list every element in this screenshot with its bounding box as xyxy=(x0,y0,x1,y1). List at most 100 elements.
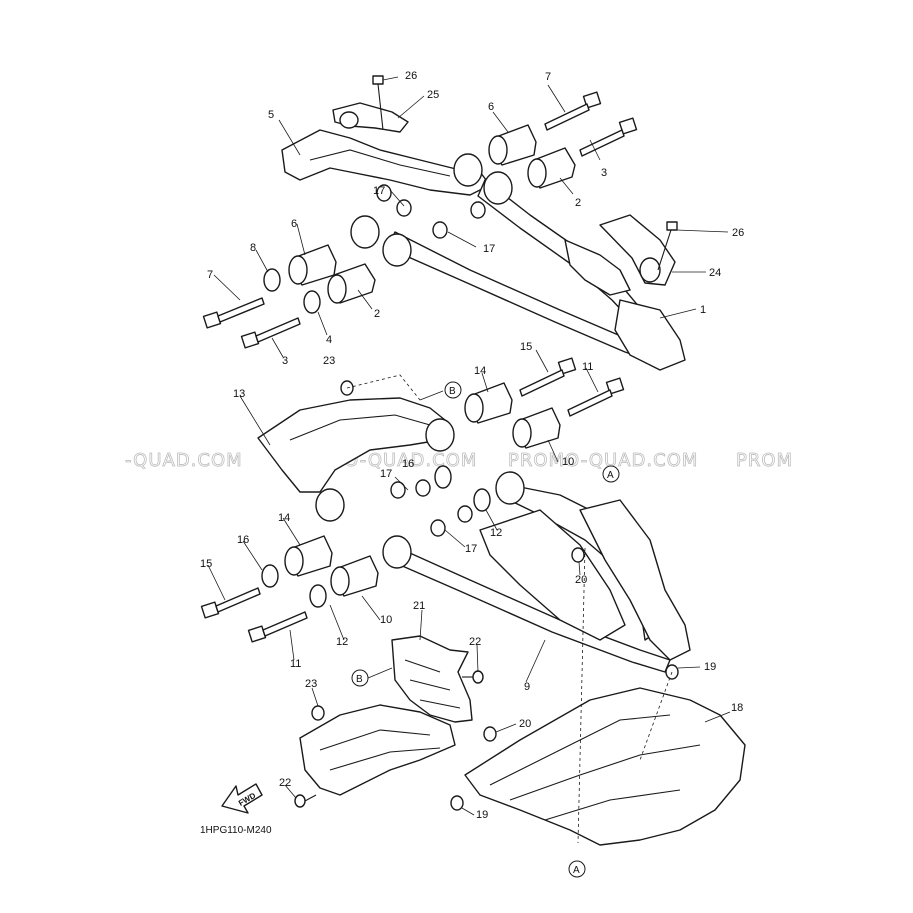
washer-12-left xyxy=(309,584,327,608)
callout-20-b: 20 xyxy=(519,718,531,730)
washer-8 xyxy=(263,268,281,292)
skid-plate-left xyxy=(299,704,456,796)
bolt-11-right xyxy=(567,377,625,417)
bolt-3-right-head xyxy=(618,117,638,135)
leader-b-upper xyxy=(419,390,444,401)
leader-15l xyxy=(207,564,226,601)
callout-11-b: 11 xyxy=(290,658,301,670)
bolt-7-right-shank xyxy=(544,103,590,131)
leader-5 xyxy=(278,119,301,156)
callout-5: 5 xyxy=(268,109,274,121)
bushing-14-left-face xyxy=(284,546,304,576)
leader-6r xyxy=(492,111,509,133)
callout-7-b: 7 xyxy=(207,269,213,281)
leader-10l xyxy=(361,595,381,621)
leader-19r xyxy=(677,666,701,669)
leader-8 xyxy=(255,249,269,273)
leader-26a xyxy=(382,76,399,81)
callout-12-b: 12 xyxy=(336,636,348,648)
callout-17-b: 17 xyxy=(483,243,495,255)
callout-3-b: 3 xyxy=(282,355,288,367)
assembly-lines xyxy=(346,374,673,844)
diagram-code: 1HPG110-M240 xyxy=(200,825,272,836)
lower-arm-assembly xyxy=(257,397,691,673)
ref-b-lower-circle xyxy=(351,669,369,687)
callout-7: 7 xyxy=(545,71,551,83)
bolt-26-lower-head xyxy=(666,221,678,231)
bolt-19-left xyxy=(450,795,464,811)
ref-b-lower-label: B xyxy=(356,674,363,685)
watermark: -QUAD.COM PROMO-QUAD.COM PROMO-QUAD.COM … xyxy=(125,450,793,472)
leader-9 xyxy=(525,639,546,683)
callout-12: 12 xyxy=(490,527,502,539)
nuts-17-lower xyxy=(390,479,473,537)
callout-25: 25 xyxy=(427,89,439,101)
bolt-11-left-shank xyxy=(262,611,308,637)
bolt-3-left xyxy=(240,317,301,349)
skid-plate-left-ribs xyxy=(319,729,441,771)
callout-23-b: 23 xyxy=(305,678,317,690)
bolt-7-right xyxy=(544,91,602,131)
ref-b-upper-circle xyxy=(444,381,462,399)
ref-a-upper-label: A xyxy=(607,470,614,481)
callout-3: 3 xyxy=(601,167,607,179)
callout-14: 14 xyxy=(474,365,486,377)
bolt-15-left-head xyxy=(200,601,220,619)
leader-lines xyxy=(207,76,731,816)
upper-arm-frame-detail xyxy=(309,149,451,177)
ref-mark-a-upper: A xyxy=(602,465,620,483)
callout-21: 21 xyxy=(413,600,425,612)
callout-9: 9 xyxy=(524,681,530,693)
bushing-2-right xyxy=(527,147,576,189)
leader-3r xyxy=(589,139,601,161)
washer-16-right xyxy=(434,465,452,489)
callout-11: 11 xyxy=(582,361,593,373)
guard-18-ribs xyxy=(489,714,701,821)
callout-2-b: 2 xyxy=(374,308,380,320)
bushing-10-left-face xyxy=(330,566,350,596)
line-23-b xyxy=(346,374,421,401)
leader-17b xyxy=(447,231,477,248)
ref-b-upper-label: B xyxy=(449,386,456,397)
lower-arm-pivot-sleeve-3 xyxy=(425,418,455,452)
ref-a-lower-circle xyxy=(568,860,586,878)
bolt-22-upper-head xyxy=(472,670,484,684)
callout-2: 2 xyxy=(575,197,581,209)
bolt-26-lower-shank xyxy=(657,229,672,271)
bolt-26-lower xyxy=(657,221,678,271)
lower-arm-gusset xyxy=(479,509,626,641)
nut-17-a xyxy=(376,184,392,202)
leader-7l xyxy=(213,274,241,301)
lower-arm-tube-front xyxy=(383,544,671,673)
lower-arm-knuckle-plate xyxy=(579,499,691,661)
bolt-11-right-head xyxy=(605,377,625,395)
nut-17-f xyxy=(415,479,431,497)
nut-17-d xyxy=(470,201,486,219)
hose-holder-25-ring xyxy=(339,111,359,129)
bolt-7-left xyxy=(202,297,265,329)
hose-holder-24-ring xyxy=(639,257,661,283)
leader-16l xyxy=(242,540,263,571)
leader-17c xyxy=(394,476,409,491)
leader-20u xyxy=(578,561,581,576)
callout-17-d: 17 xyxy=(465,543,477,555)
lower-arm-pivot-sleeve-1 xyxy=(315,488,345,522)
bolt-3-right-shank xyxy=(579,129,625,157)
bolt-11-right-shank xyxy=(567,389,613,417)
callout-15-b: 15 xyxy=(200,558,212,570)
lower-arm-rear-frame-detail xyxy=(289,414,431,441)
ref-a-upper-circle xyxy=(602,465,620,483)
callout-19: 19 xyxy=(704,661,716,673)
washer-4 xyxy=(303,290,321,314)
callout-23: 23 xyxy=(323,355,335,367)
leader-25 xyxy=(397,95,425,119)
nut-17-h xyxy=(457,505,473,523)
nut-17-b xyxy=(396,199,412,217)
line-19-18 xyxy=(639,671,673,761)
bushing-10-right-face xyxy=(512,418,532,448)
leader-22a xyxy=(476,644,479,673)
bolt-22-upper xyxy=(462,670,484,684)
leader-4 xyxy=(317,311,328,336)
leader-13 xyxy=(239,395,271,446)
